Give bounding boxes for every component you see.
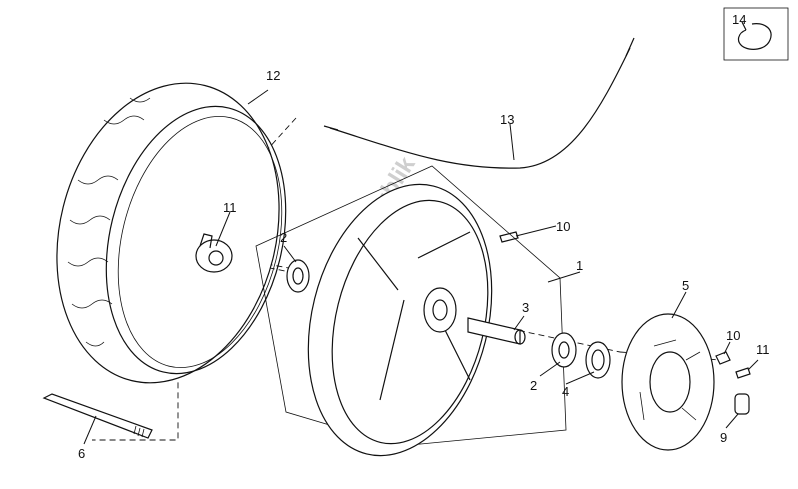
part-13-cable: [323, 37, 635, 169]
cable-line: [329, 47, 631, 169]
rim-outer: [307, 183, 493, 457]
clip-shape: [737, 23, 772, 50]
callout-3: 3: [522, 300, 529, 315]
axle-shaft: [42, 393, 153, 439]
leader-4: [565, 371, 595, 385]
leader-9: [747, 359, 759, 371]
part-3-spacer: [467, 317, 526, 345]
disc-center: [649, 351, 691, 413]
part-10-screw: [499, 231, 519, 243]
callout-10: 10: [556, 219, 570, 234]
tire-bead: [117, 115, 283, 369]
callout-2-right: 2: [530, 378, 537, 393]
rim-spokes: [357, 231, 471, 401]
drive-body: [195, 239, 233, 273]
leader-12: [247, 89, 269, 105]
seal-inner: [591, 349, 605, 371]
callout-6: 6: [78, 446, 85, 461]
bearing-right-outer: [551, 332, 577, 368]
hub-center: [423, 287, 457, 333]
leader-11: [215, 211, 231, 247]
callout-2-left: 2: [280, 230, 287, 245]
tread-pattern: [67, 97, 151, 347]
disc-cutouts: [639, 339, 701, 421]
callout-labels: 14 12 13 11 10 2 1 5 3 10 11 2 4 9 6: [78, 12, 770, 461]
drive-nipple: [199, 233, 213, 249]
part-4-seal: [585, 341, 611, 379]
tire-outer: [56, 82, 280, 384]
wheel-group-outline: [255, 165, 567, 447]
washer-shape: [715, 351, 731, 365]
tire-inner: [105, 105, 287, 375]
part-1-wheel: [255, 165, 567, 457]
leader-7: [725, 413, 739, 429]
bushing-shape: [734, 393, 750, 415]
leader-10: [515, 225, 557, 237]
hub-bore: [432, 299, 448, 321]
part-12-tire: [56, 82, 287, 384]
leader-5: [671, 291, 687, 319]
callout-11: 11: [223, 200, 237, 215]
part-6-axle: [42, 393, 153, 439]
part-11-speedo-drive: [195, 233, 233, 273]
leader-3: [513, 315, 525, 331]
leader-lines: [83, 89, 759, 445]
callout-1: 1: [576, 258, 583, 273]
cable-end-left: [323, 125, 339, 131]
leader-13: [509, 123, 515, 161]
clip-end: [741, 21, 747, 31]
leader-1: [547, 271, 581, 283]
part-9-bolt: [735, 367, 751, 379]
part-7-bushing: [734, 393, 750, 415]
callout-9: 11: [756, 342, 770, 357]
callout-5: 5: [682, 278, 689, 293]
drive-hub: [208, 250, 224, 266]
part-14-clip-box: [723, 7, 789, 61]
callout-12: 12: [266, 68, 280, 83]
callout-14: 14: [732, 12, 746, 27]
bearing-left-inner: [292, 267, 304, 285]
leader-2a: [283, 245, 297, 263]
callout-4: 4: [562, 384, 569, 399]
bolt-shape: [735, 367, 751, 379]
screw-shape: [499, 231, 519, 243]
part-14-frame: [723, 7, 789, 61]
rim-inner: [331, 199, 489, 445]
leader-8: [723, 341, 731, 355]
leader-2b: [539, 361, 561, 377]
part-5-brake-disc: [621, 313, 715, 451]
cable-end-top: [625, 37, 635, 57]
part-8-washer: [715, 351, 731, 365]
bearing-right-inner: [558, 341, 570, 359]
axle-thread: [133, 425, 145, 438]
bearing-left-outer: [286, 259, 310, 293]
callout-8: 10: [726, 328, 740, 343]
part-2-bearing-left: [286, 259, 310, 293]
seal-outer: [585, 341, 611, 379]
part-2-bearing-right: [551, 332, 577, 368]
disc-outer: [621, 313, 715, 451]
callout-7: 9: [720, 430, 727, 445]
leader-6: [83, 415, 97, 445]
spacer-end: [514, 329, 526, 345]
callout-13: 13: [500, 112, 514, 127]
